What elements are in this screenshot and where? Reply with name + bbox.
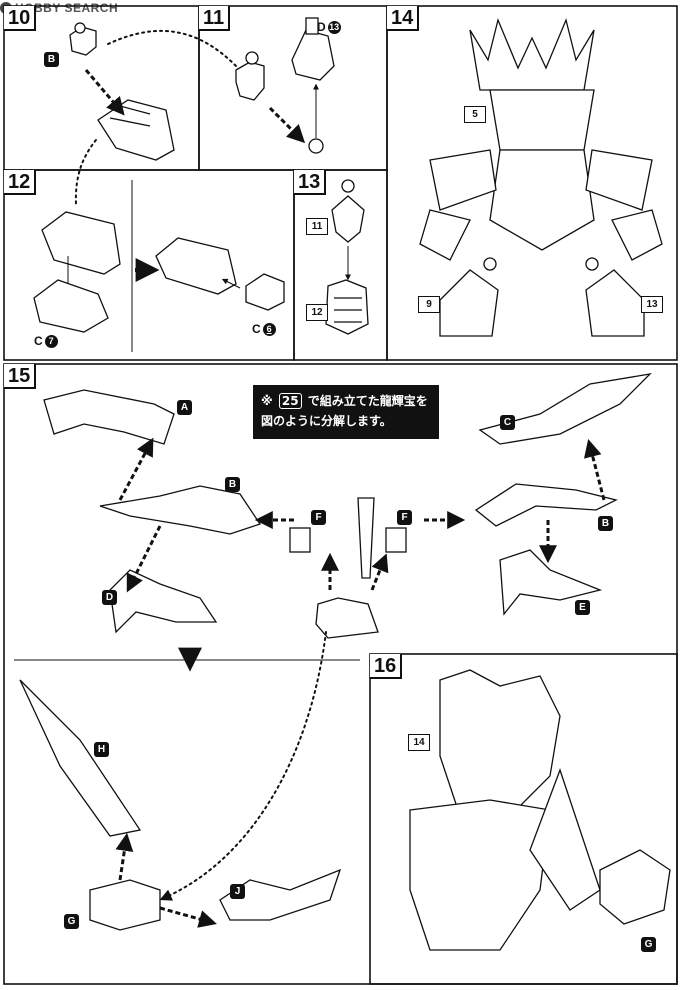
part-label-b: B <box>44 52 59 67</box>
part-number-circle: 7 <box>44 334 58 348</box>
part-letter: C <box>252 322 261 336</box>
step-number-11: 11 <box>199 6 231 31</box>
robot-assembled <box>419 17 663 337</box>
part-label-g-16: G <box>641 937 656 952</box>
panel-step-14 <box>386 5 678 361</box>
robot-with-weapon <box>409 669 671 951</box>
step-number-16: 16 <box>370 654 403 679</box>
note-text-2: 図のように分解します。 <box>261 414 392 428</box>
part-label-c: C <box>500 415 515 430</box>
part-label-e: E <box>575 600 590 615</box>
part-label-d13: D 13 <box>317 20 341 34</box>
panel-step-16 <box>369 653 678 985</box>
part-number-circle: 6 <box>262 322 276 336</box>
disassembly-note: ※ 25 で組み立てた龍輝宝を 図のように分解します。 <box>253 385 439 439</box>
part-label-c6: C 6 <box>252 322 276 336</box>
foot-part <box>97 99 175 161</box>
part-letter: D <box>317 20 326 34</box>
step-number-13: 13 <box>294 170 327 195</box>
note-prefix: ※ <box>261 394 273 408</box>
step-ref-11: 11 <box>306 218 328 235</box>
part-label-b-right: B <box>598 516 613 531</box>
part-label-g: G <box>64 914 79 929</box>
step-number-10: 10 <box>4 6 37 31</box>
step15-parts <box>19 373 652 931</box>
part-label-c7: C 7 <box>34 334 58 348</box>
note-step-ref: 25 <box>278 393 302 409</box>
panel-step-13 <box>293 169 388 361</box>
part-letter: C <box>34 334 43 348</box>
step-ref-13: 13 <box>641 296 663 313</box>
note-text-1: で組み立てた龍輝宝を <box>307 394 428 408</box>
part-label-d: D <box>102 590 117 605</box>
part-label-h: H <box>94 742 109 757</box>
part-label-f-left: F <box>311 510 326 525</box>
part-label-a: A <box>177 400 192 415</box>
step-number-14: 14 <box>387 6 420 31</box>
step-ref-12: 12 <box>306 304 328 321</box>
step10-parts <box>69 22 175 161</box>
watermark-text: HOBBY SEARCH <box>15 1 119 15</box>
part-label-f-right: F <box>397 510 412 525</box>
note-line-1: ※ 25 で組み立てた龍輝宝を <box>261 391 431 411</box>
step-number-15: 15 <box>4 364 37 389</box>
panel-step-12 <box>3 169 295 361</box>
step-number-12: 12 <box>4 170 37 195</box>
step-ref-14: 14 <box>408 734 430 751</box>
part-number-circle: 13 <box>327 20 341 34</box>
step-ref-5: 5 <box>464 106 486 123</box>
step-ref-9: 9 <box>418 296 440 313</box>
part-label-j: J <box>230 884 245 899</box>
part-label-b-left: B <box>225 477 240 492</box>
